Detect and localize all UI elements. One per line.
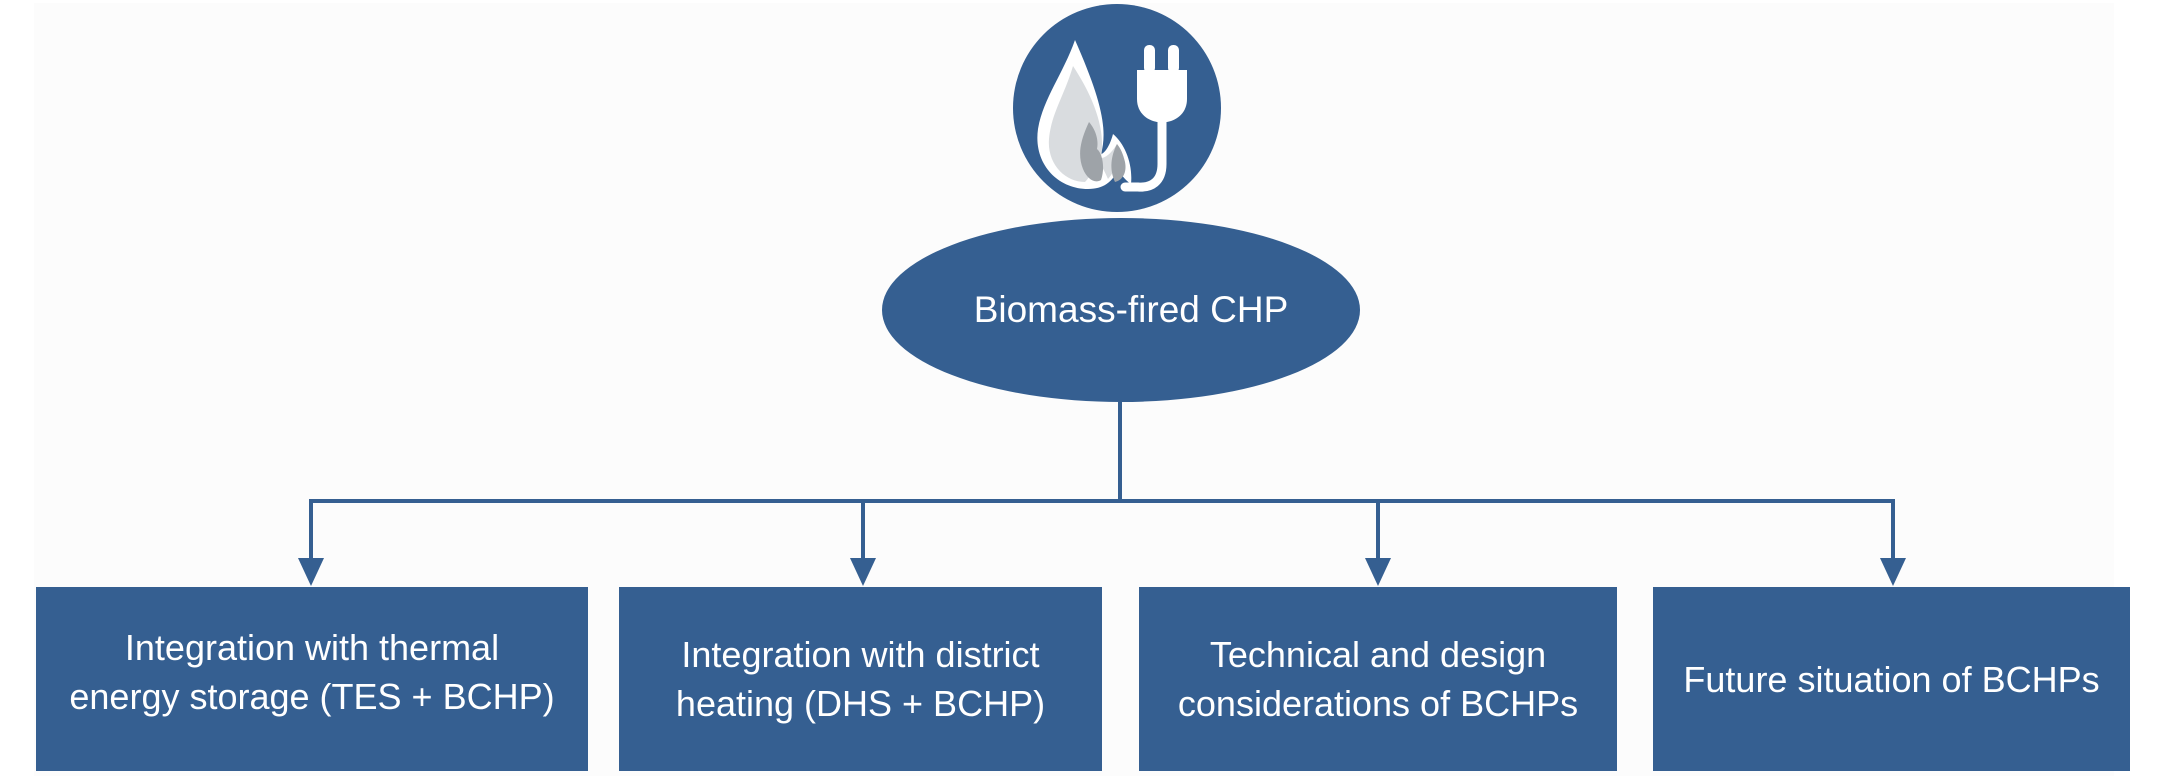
child-node-label-line: considerations of BCHPs [1177,683,1579,724]
arrow-head-0 [298,558,324,586]
child-node-label-line: Integration with district [681,634,1040,675]
root-node: Biomass-fired CHP [882,218,1360,402]
arrow-head-3 [1880,558,1906,586]
arrow-head-2 [1365,558,1391,586]
child-node-label-line: heating (DHS + BCHP) [675,683,1046,724]
child-node-dhs-bchp: Integration with district heating (DHS +… [619,587,1102,771]
child-node-label-line: Future situation of BCHPs [1683,658,2100,700]
child-node-tes-bchp: Integration with thermal energy storage … [36,587,588,771]
arrow-head-1 [850,558,876,586]
root-node-label: Biomass-fired CHP [973,289,1289,330]
flame-and-plug-icon [1037,40,1187,192]
child-node-label-line: Integration with thermal [124,627,500,668]
child-node-label-line: energy storage (TES + BCHP) [69,676,555,717]
child-node-technical-design: Technical and design considerations of B… [1139,587,1617,771]
child-node-label-line: Technical and design [1209,634,1547,675]
child-node-future-situation: Future situation of BCHPs [1653,587,2130,771]
biomass-chp-icon-badge [1013,4,1221,212]
